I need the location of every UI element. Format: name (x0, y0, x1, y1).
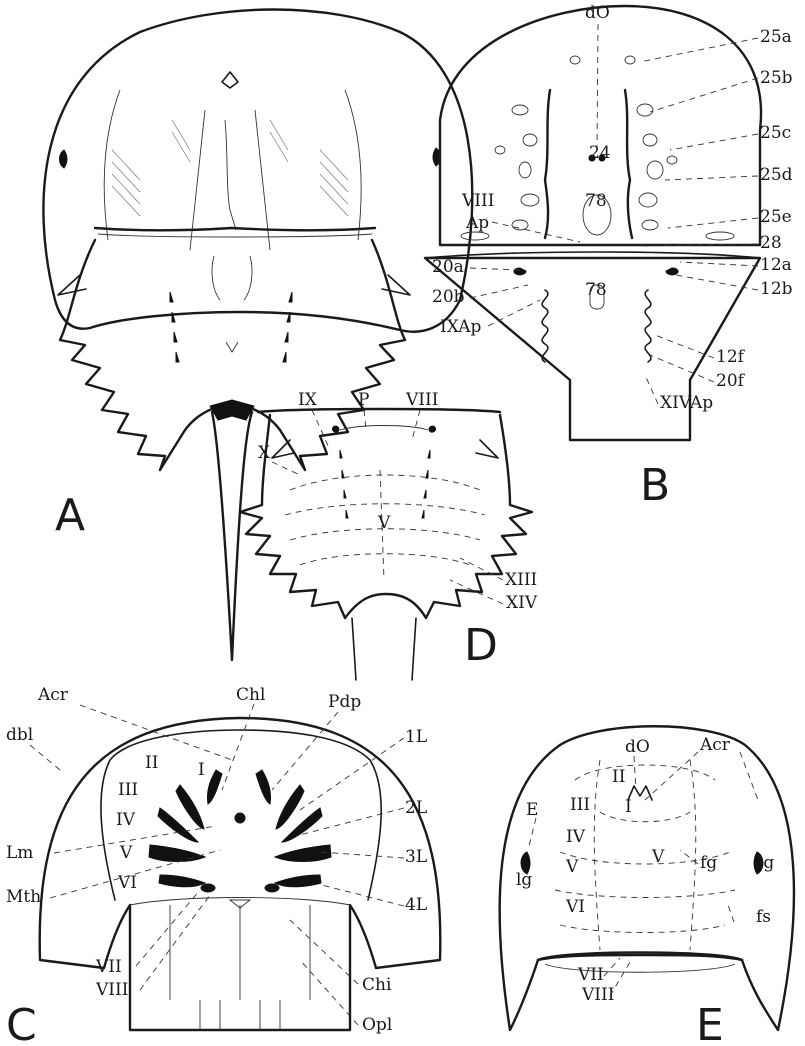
figure-c-appendage-bases (149, 770, 331, 892)
figure-e-label-acr: Acr (699, 735, 731, 755)
figure-b-label-xivap: XIVAp (660, 393, 713, 413)
figure-b-tergal-view: dO 25a 25b 24 25c 25d 78 VIII Ap 25e 28 … (425, 3, 793, 511)
figure-b-label-78: 78 (585, 191, 607, 211)
figure-e-label-v: V (565, 857, 579, 877)
figure-e-label-lg-left: lg (516, 870, 532, 890)
figure-e-label-iii: III (570, 795, 590, 815)
figure-d-label-x: X (258, 443, 271, 463)
figure-e-label-fg: fg (700, 853, 717, 873)
figure-c-label-pdp: Pdp (328, 692, 361, 712)
figure-c-label-v: V (119, 843, 133, 863)
figure-c-label-viii: VIII (95, 980, 128, 1000)
figure-c-label-lm: Lm (6, 843, 33, 863)
figure-b-letter: B (640, 460, 670, 511)
figure-e-embryo-dorsal: dO Acr II E III I IV lg V V fg lg VI fs … (500, 726, 794, 1046)
figure-b-label-ixap: IXAp (440, 317, 481, 337)
figure-b-label-12f: 12f (716, 347, 746, 367)
figure-c-label-dbl: dbl (6, 725, 33, 745)
figure-c-letter: C (6, 1000, 37, 1046)
figure-e-label-vi: VI (565, 897, 585, 917)
figure-a-carapace-dorsal: A (43, 10, 472, 661)
figure-b-label-25a: 25a (760, 27, 792, 47)
figure-c-label-2l: 2L (405, 798, 427, 818)
figure-c-label-1l: 1L (405, 727, 427, 747)
figure-b-label-25d: 25d (760, 165, 793, 185)
figure-d-label-xiv: XIV (506, 593, 538, 613)
figure-d-label-xiii: XIII (505, 570, 537, 590)
figure-b-label-ap: Ap (465, 213, 489, 233)
figure-c-label-vii: VII (95, 957, 122, 977)
figure-b-label-24: 24 (589, 143, 611, 163)
figure-b-label-viii: VIII (461, 191, 494, 211)
figure-c-label-i: I (198, 760, 205, 780)
figure-b-label-28: 28 (760, 233, 782, 253)
figure-c-label-opl: Opl (362, 1015, 392, 1035)
figure-d-opisthosoma: IX P VIII X V XIII XIV D (240, 390, 538, 680)
figure-c-label-4l: 4L (405, 895, 427, 915)
figure-c-ventral-prosoma: Acr Chl Pdp 1L dbl I II III 2L IV Lm V 3… (6, 685, 440, 1046)
figure-b-label-20f: 20f (716, 371, 746, 391)
figure-c-label-chi: Chi (362, 975, 392, 995)
figure-d-label-p: P (358, 390, 369, 410)
figure-c-label-chl: Chl (236, 685, 265, 705)
figure-a-shading-lines (112, 120, 348, 216)
figure-e-label-lg-right: lg (758, 853, 774, 873)
figure-e-label-do: dO (625, 737, 650, 757)
figure-c-label-mth: Mth (6, 887, 41, 907)
figure-e-label-ii: II (612, 767, 625, 787)
figure-e-label-iv: IV (566, 827, 586, 847)
figure-b-label-12a: 12a (760, 255, 792, 275)
figure-d-label-v: V (377, 513, 391, 533)
figure-d-letter: D (464, 620, 498, 671)
figure-b-label-25e: 25e (760, 207, 792, 227)
figure-c-label-acr: Acr (37, 685, 69, 705)
figure-c-label-ii: II (145, 753, 158, 773)
figure-e-label-viii: VIII (581, 985, 614, 1005)
figure-b-label-20a: 20a (432, 257, 464, 277)
figure-e-label-fs: fs (756, 907, 771, 927)
figure-d-label-viii: VIII (405, 390, 438, 410)
figure-b-label-78-lower: 78 (585, 280, 607, 300)
figure-c-label-iii: III (118, 780, 138, 800)
figure-e-label-e: E (526, 800, 538, 820)
figure-c-label-3l: 3L (405, 847, 427, 867)
figure-a-letter: A (55, 490, 85, 541)
figure-e-label-i: I (625, 797, 632, 817)
figure-b-label-25c: 25c (760, 123, 791, 143)
figure-b-label-25b: 25b (760, 68, 793, 88)
figure-b-label-12b: 12b (760, 279, 793, 299)
figure-e-letter: E (696, 1000, 724, 1046)
figure-d-label-ix: IX (298, 390, 318, 410)
figure-b-label-20b: 20b (432, 287, 465, 307)
figure-b-label-do: dO (585, 3, 610, 23)
figure-e-label-v-center: V (651, 847, 665, 867)
figure-e-label-vii: VII (577, 965, 604, 985)
figure-c-label-iv: IV (116, 810, 136, 830)
